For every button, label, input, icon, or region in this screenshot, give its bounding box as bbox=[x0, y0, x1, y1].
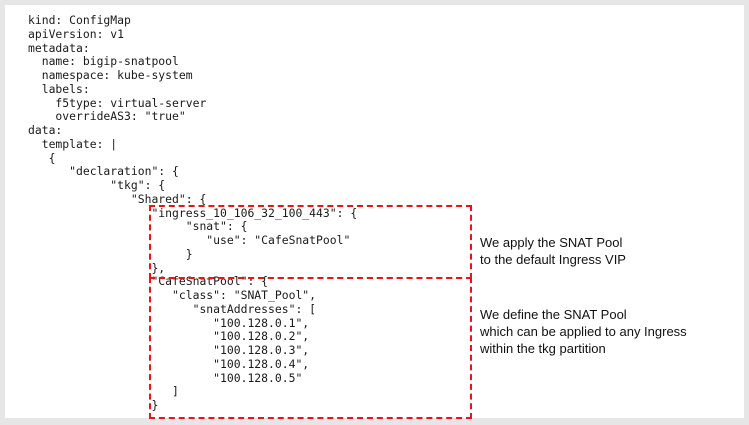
snat-pool-highlight-box bbox=[149, 277, 472, 419]
code-line: name: bigip-snatpool bbox=[28, 54, 179, 69]
code-line: overrideAS3: "true" bbox=[28, 109, 186, 124]
code-line: "100.128.0.4", bbox=[28, 356, 310, 371]
code-line: template: | bbox=[28, 136, 118, 151]
code-line: namespace: kube-system bbox=[28, 68, 193, 82]
code-line: labels: bbox=[28, 81, 90, 96]
code-line: data: bbox=[28, 123, 63, 137]
code-line: "100.128.0.1", bbox=[28, 315, 310, 330]
code-line: "100.128.0.2", bbox=[28, 329, 310, 344]
code-line: "tkg": { bbox=[28, 178, 166, 192]
annotation-line: which can be applied to any Ingress bbox=[480, 324, 687, 339]
code-line: apiVersion: v1 bbox=[28, 26, 125, 41]
code-line: "Shared": { bbox=[28, 191, 207, 206]
code-line: metadata: bbox=[28, 40, 90, 55]
code-line: "class": "SNAT_Pool", bbox=[28, 288, 317, 302]
code-line: f5type: virtual-server bbox=[28, 95, 207, 110]
annotation-line: to the default Ingress VIP bbox=[480, 252, 626, 267]
code-line: "ingress_10_106_32_100_443": { bbox=[28, 205, 358, 220]
code-line: "use": "CafeSnatPool" bbox=[28, 233, 351, 247]
annotation-line: We apply the SNAT Pool bbox=[480, 235, 623, 250]
code-line: kind: ConfigMap bbox=[28, 13, 131, 27]
code-line: "declaration": { bbox=[28, 164, 179, 179]
code-line: } bbox=[28, 246, 193, 261]
ingress-snat-highlight-box bbox=[149, 205, 472, 279]
code-line: "snat": { bbox=[28, 219, 248, 234]
define-annotation: We define the SNAT Pool which can be app… bbox=[480, 306, 687, 357]
code-line: "snatAddresses": [ bbox=[28, 301, 317, 316]
annotation-line: We define the SNAT Pool bbox=[480, 307, 627, 322]
code-line: ] bbox=[28, 384, 179, 399]
code-line: "100.128.0.5" bbox=[28, 370, 303, 385]
code-line: "100.128.0.3", bbox=[28, 343, 310, 357]
apply-annotation: We apply the SNAT Pool to the default In… bbox=[480, 234, 626, 268]
annotation-line: within the tkg partition bbox=[480, 341, 606, 356]
code-line: { bbox=[28, 150, 56, 165]
code-line: }, bbox=[28, 260, 166, 275]
code-line: } bbox=[28, 398, 159, 412]
